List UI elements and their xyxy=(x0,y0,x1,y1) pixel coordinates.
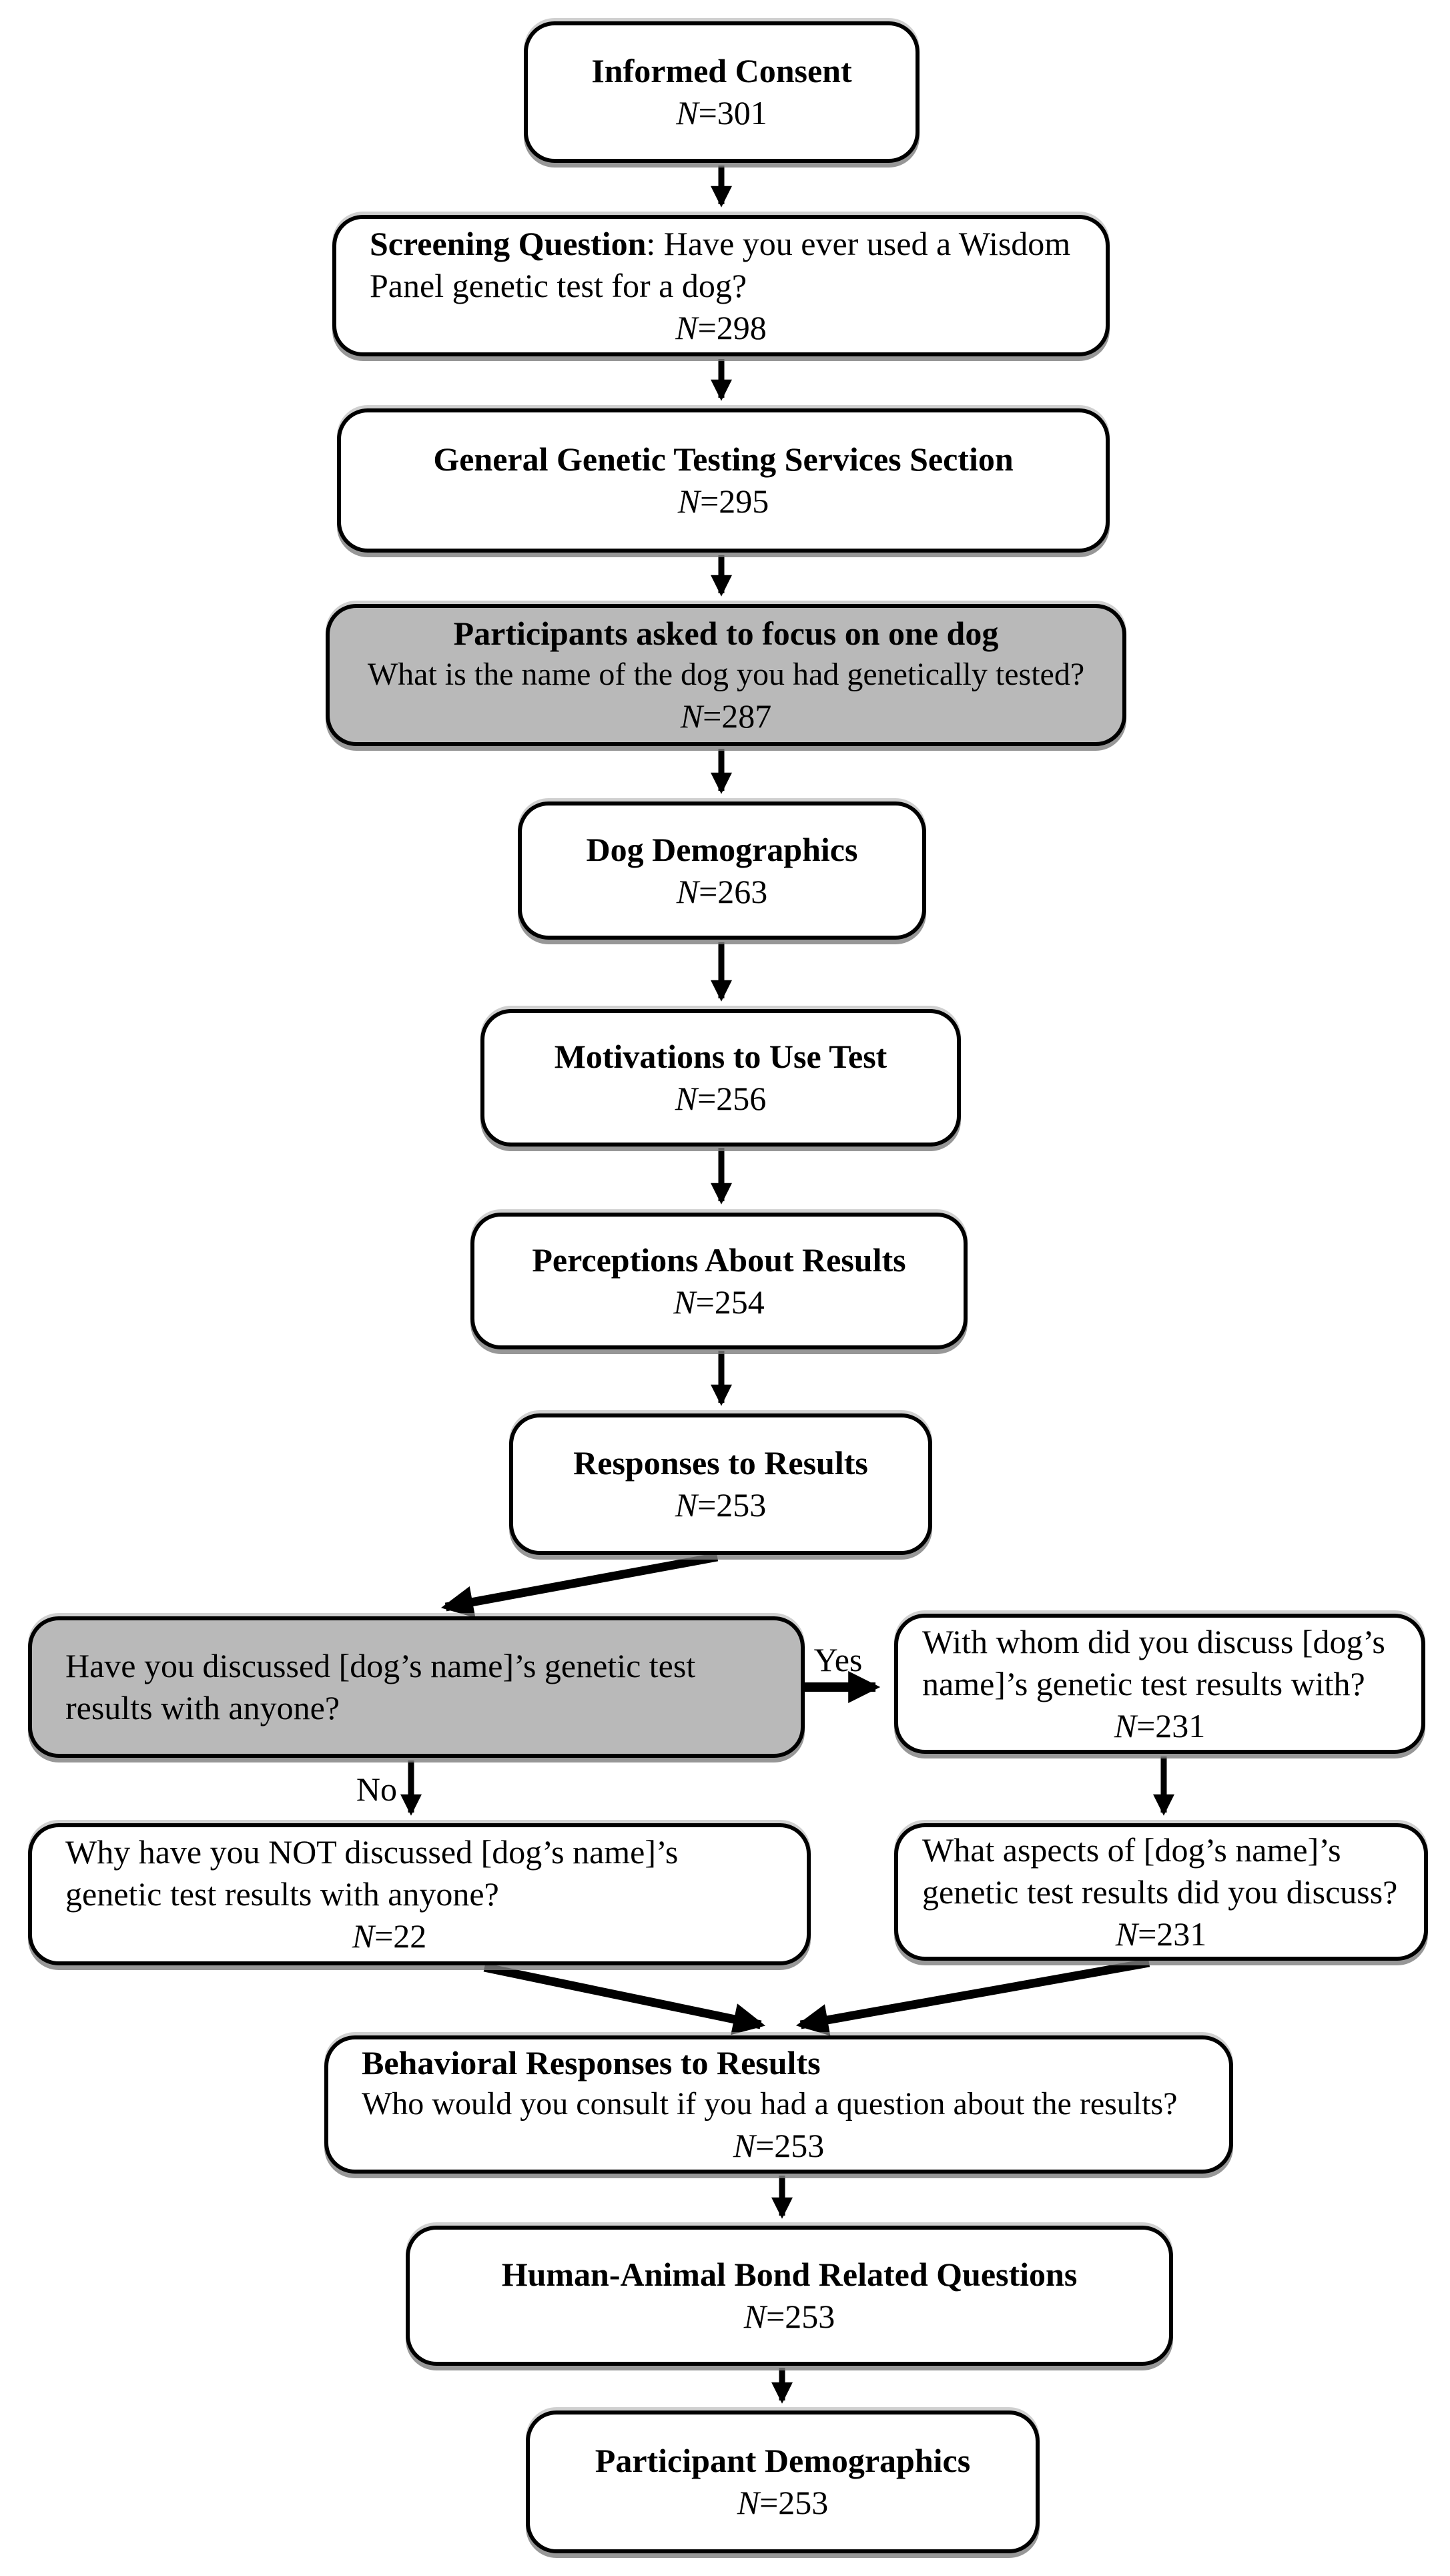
node-n-count: N=231 xyxy=(1115,1915,1207,1953)
node-why-not-discussed: Why have you NOT discussed [dog’s name]’… xyxy=(28,1823,811,1965)
node-n-count: N=253 xyxy=(733,2126,825,2164)
node-general-genetic-testing: General Genetic Testing Services Section… xyxy=(337,408,1110,553)
node-question: Why have you NOT discussed [dog’s name]’… xyxy=(65,1833,679,1913)
node-question: Have you discussed [dog’s name]’s geneti… xyxy=(65,1647,696,1726)
node-n-count: N=298 xyxy=(675,308,767,346)
node-responses-to-results: Responses to Results N=253 xyxy=(509,1413,932,1555)
node-n-count: N=253 xyxy=(675,1486,767,1524)
node-discussed-with-anyone: Have you discussed [dog’s name]’s geneti… xyxy=(28,1616,805,1758)
node-title: Dog Demographics xyxy=(586,830,858,868)
node-n-count: N=231 xyxy=(1114,1706,1206,1744)
node-behavioral-responses: Behavioral Responses to Results Who woul… xyxy=(324,2035,1233,2174)
node-n-count: N=22 xyxy=(352,1917,427,1955)
node-dog-demographics: Dog Demographics N=263 xyxy=(518,801,926,940)
node-with-whom-discussed: With whom did you discuss [dog’s name]’s… xyxy=(894,1614,1425,1754)
edge-label-no: No xyxy=(356,1770,397,1808)
node-n-count: N=253 xyxy=(743,2298,835,2335)
node-title: Motivations to Use Test xyxy=(554,1038,887,1075)
edge-aspects-to-behavioral xyxy=(795,1958,1150,2036)
node-screening-question: Screening Question: Have you ever used a… xyxy=(332,215,1110,356)
node-motivations-to-use-test: Motivations to Use Test N=256 xyxy=(480,1009,961,1147)
node-question: Who would you consult if you had a quest… xyxy=(362,2086,1178,2122)
node-title: Participants asked to focus on one dog xyxy=(453,615,999,653)
node-focus-on-one-dog: Participants asked to focus on one dog W… xyxy=(326,604,1126,746)
node-what-aspects-discussed: What aspects of [dog’s name]’s genetic t… xyxy=(894,1823,1428,1961)
node-n-count: N=254 xyxy=(673,1283,765,1321)
node-question: What is the name of the dog you had gene… xyxy=(367,657,1085,693)
node-n-count: N=253 xyxy=(737,2484,829,2521)
node-title: Human-Animal Bond Related Questions xyxy=(501,2256,1078,2293)
node-title: Participant Demographics xyxy=(595,2442,971,2479)
edge-label-yes: Yes xyxy=(813,1641,863,1678)
edge-responses-to-discussed xyxy=(440,1552,719,1618)
node-question: With whom did you discuss [dog’s name]’s… xyxy=(922,1622,1385,1702)
node-title: Informed Consent xyxy=(591,52,852,89)
edge-whynot-to-behavioral xyxy=(483,1963,766,2035)
node-title: Responses to Results xyxy=(573,1444,868,1482)
node-participant-demographics: Participant Demographics N=253 xyxy=(526,2410,1040,2553)
node-informed-consent: Informed Consent N=301 xyxy=(524,21,920,163)
node-n-count: N=287 xyxy=(680,697,772,735)
node-n-count: N=256 xyxy=(675,1080,767,1117)
node-title: Behavioral Responses to Results xyxy=(362,2044,821,2082)
node-question: Screening Question: Have you ever used a… xyxy=(370,224,1071,304)
node-human-animal-bond: Human-Animal Bond Related Questions N=25… xyxy=(406,2226,1173,2366)
node-n-count: N=263 xyxy=(676,872,768,910)
node-title: General Genetic Testing Services Section xyxy=(433,440,1014,478)
node-title: Perceptions About Results xyxy=(532,1241,906,1279)
node-perceptions-about-results: Perceptions About Results N=254 xyxy=(470,1213,968,1349)
node-question: What aspects of [dog’s name]’s genetic t… xyxy=(922,1831,1398,1911)
node-n-count: N=301 xyxy=(676,94,767,131)
node-n-count: N=295 xyxy=(677,482,769,520)
